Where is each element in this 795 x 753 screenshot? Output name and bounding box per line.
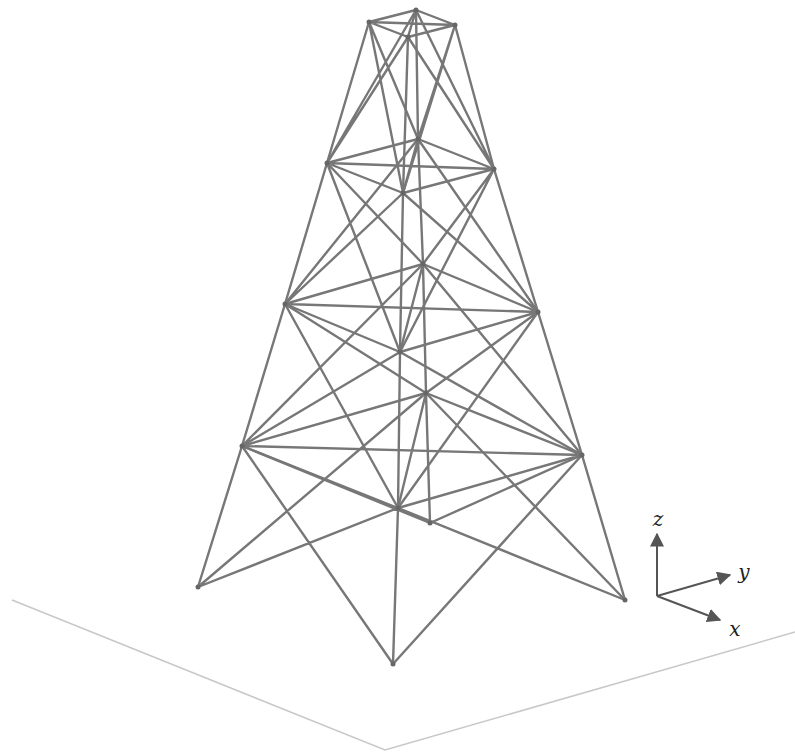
axis-label: y <box>738 562 749 582</box>
axis-label: x <box>729 619 740 639</box>
axis-label: z <box>653 509 664 529</box>
tower-joints <box>196 8 628 667</box>
ground-plane <box>12 600 795 750</box>
tower-legs <box>198 10 625 664</box>
axis-triad <box>657 534 730 620</box>
tower-bracing <box>198 10 625 664</box>
tower-rings <box>242 10 582 508</box>
